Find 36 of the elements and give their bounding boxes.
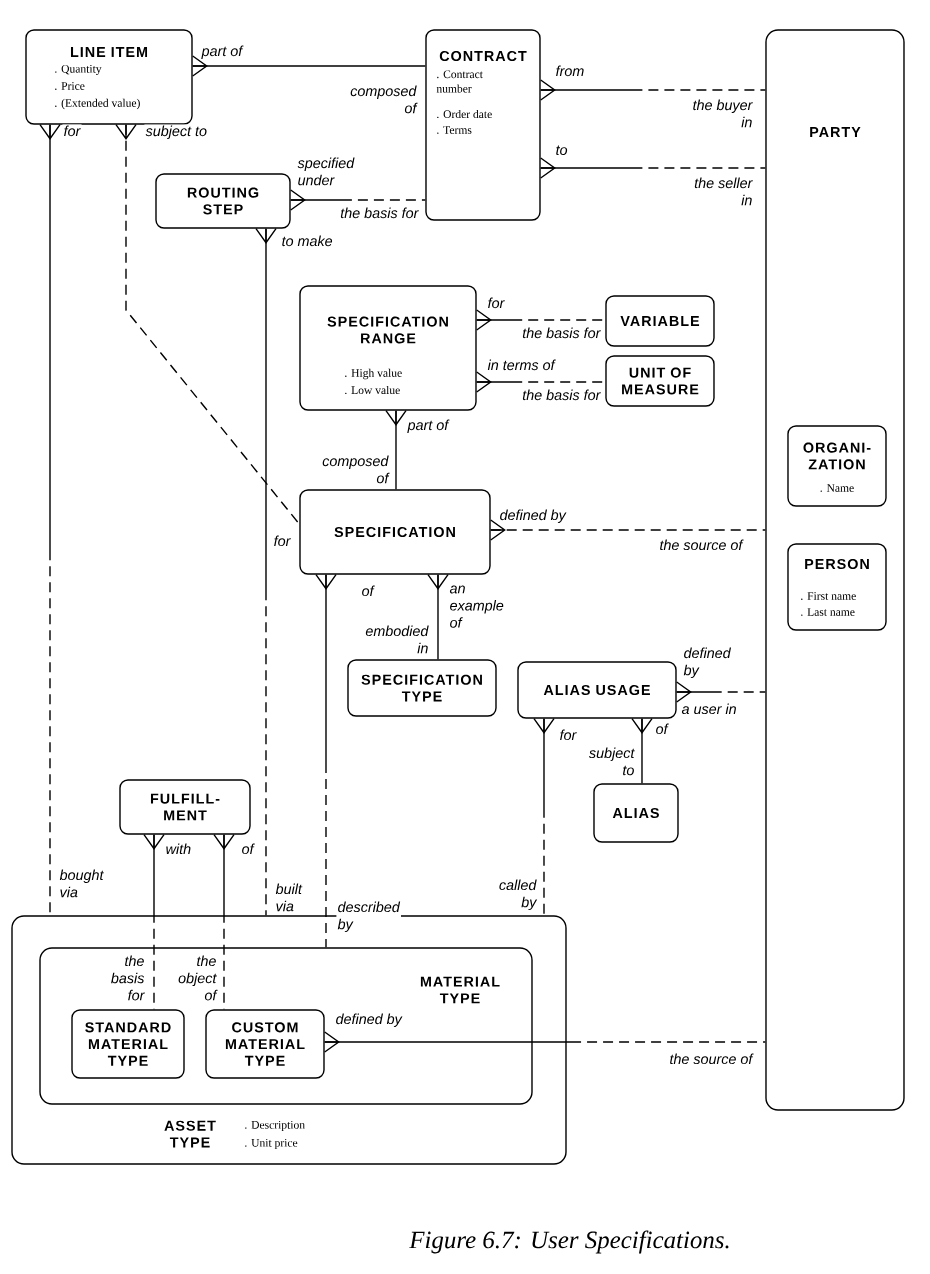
relationship-line <box>631 718 653 784</box>
relationship-line <box>192 55 426 77</box>
caption: Figure 6.7: User Specifications. <box>409 1230 729 1254</box>
relationship-line <box>39 124 61 916</box>
entity-box <box>787 543 887 631</box>
entity-box <box>119 779 251 835</box>
entity-box <box>25 29 193 125</box>
relationship-line <box>476 309 606 331</box>
entity-box <box>205 1009 325 1079</box>
relationship-line <box>115 124 300 525</box>
entity-box <box>605 295 715 347</box>
entity-box <box>593 783 679 843</box>
relationship-line <box>490 519 766 541</box>
entity-box <box>299 285 477 411</box>
relationship-line <box>533 718 555 916</box>
relationship-line <box>427 574 449 660</box>
relationship-line <box>540 157 766 179</box>
entity-box <box>71 1009 185 1079</box>
relationship-line <box>255 228 277 916</box>
relationship-line <box>315 574 337 948</box>
entity-box <box>39 947 533 1105</box>
entity-box <box>155 173 291 229</box>
relationship-line <box>290 189 426 211</box>
entity-box <box>787 425 887 507</box>
entity-box <box>765 29 905 1111</box>
entity-box <box>605 355 715 407</box>
relationship-line <box>676 681 766 703</box>
entity-box <box>425 29 541 221</box>
entity-box <box>517 661 677 719</box>
relationship-line <box>324 1031 766 1053</box>
relationship-line <box>540 79 766 101</box>
relationship-line <box>476 371 606 393</box>
entity-box <box>11 915 567 1165</box>
entity-box <box>347 659 497 717</box>
relationship-line <box>385 410 407 490</box>
entity-box <box>299 489 491 575</box>
